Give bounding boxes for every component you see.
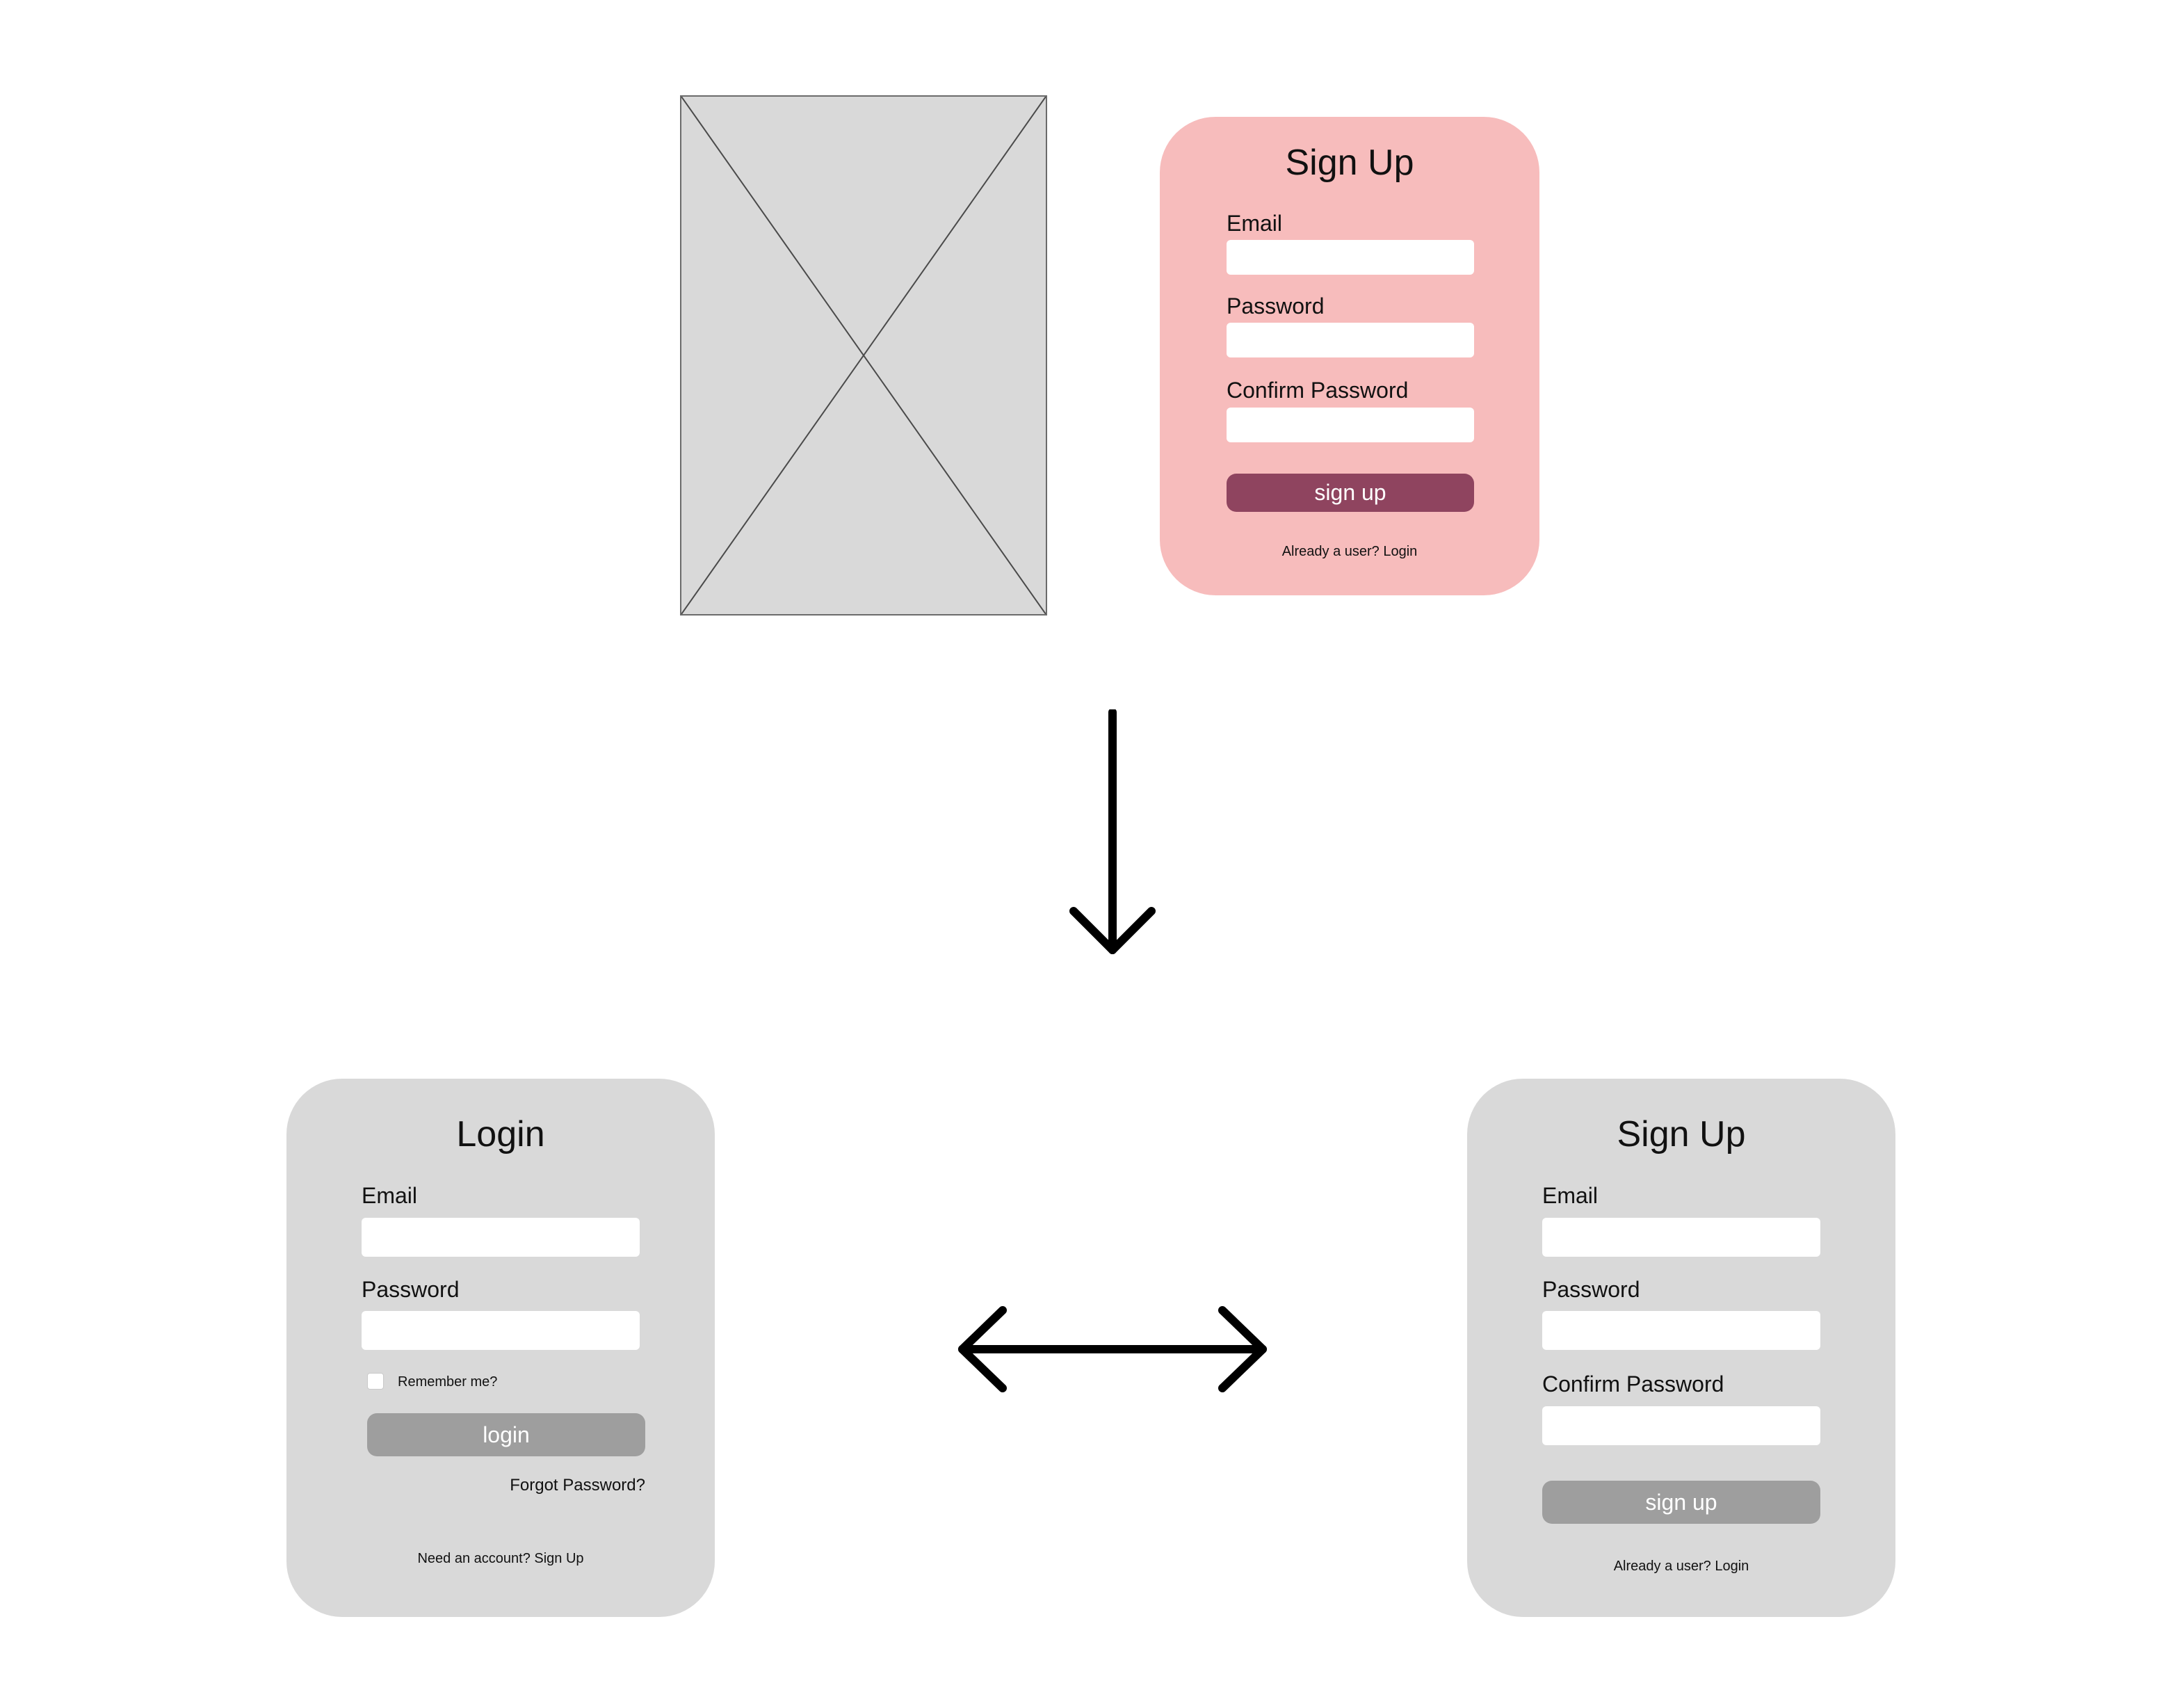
- email-field[interactable]: [1542, 1218, 1820, 1257]
- password-field[interactable]: [1227, 323, 1474, 357]
- login-title: Login: [456, 1114, 545, 1154]
- remember-me-checkbox[interactable]: [367, 1373, 384, 1390]
- double-headed-arrow-icon: [958, 1306, 1267, 1392]
- sign-up-button[interactable]: sign up: [1227, 474, 1474, 512]
- down-arrow-icon: [1069, 709, 1156, 954]
- password-label: Password: [1227, 293, 1325, 319]
- remember-me-label: Remember me?: [398, 1374, 498, 1390]
- email-field[interactable]: [362, 1218, 640, 1257]
- sign-up-link[interactable]: Need an account? Sign Up: [417, 1551, 584, 1566]
- email-field[interactable]: [1227, 240, 1474, 275]
- signup-title: Sign Up: [1285, 143, 1414, 183]
- image-placeholder-icon: [681, 97, 1046, 614]
- password-field[interactable]: [1542, 1311, 1820, 1350]
- password-field[interactable]: [362, 1311, 640, 1350]
- password-label: Password: [1542, 1277, 1640, 1302]
- email-label: Email: [362, 1183, 418, 1208]
- sign-up-button[interactable]: sign up: [1542, 1481, 1820, 1524]
- password-label: Password: [362, 1277, 460, 1302]
- image-placeholder: [680, 95, 1047, 615]
- forgot-password-link[interactable]: Forgot Password?: [510, 1476, 645, 1495]
- email-label: Email: [1227, 211, 1283, 236]
- login-link[interactable]: Already a user? Login: [1613, 1559, 1749, 1574]
- signup-title: Sign Up: [1617, 1114, 1746, 1154]
- signup-card-highlighted: Sign Up Email Password Confirm Password …: [1160, 117, 1539, 595]
- confirm-password-label: Confirm Password: [1227, 378, 1409, 403]
- signup-card: Sign Up Email Password Confirm Password …: [1467, 1079, 1895, 1617]
- confirm-password-field[interactable]: [1542, 1406, 1820, 1445]
- confirm-password-field[interactable]: [1227, 408, 1474, 442]
- login-link[interactable]: Already a user? Login: [1281, 544, 1418, 559]
- login-button[interactable]: login: [367, 1413, 645, 1456]
- confirm-password-label: Confirm Password: [1542, 1371, 1724, 1397]
- email-label: Email: [1542, 1183, 1599, 1208]
- login-card: Login Email Password Remember me? login …: [286, 1079, 715, 1617]
